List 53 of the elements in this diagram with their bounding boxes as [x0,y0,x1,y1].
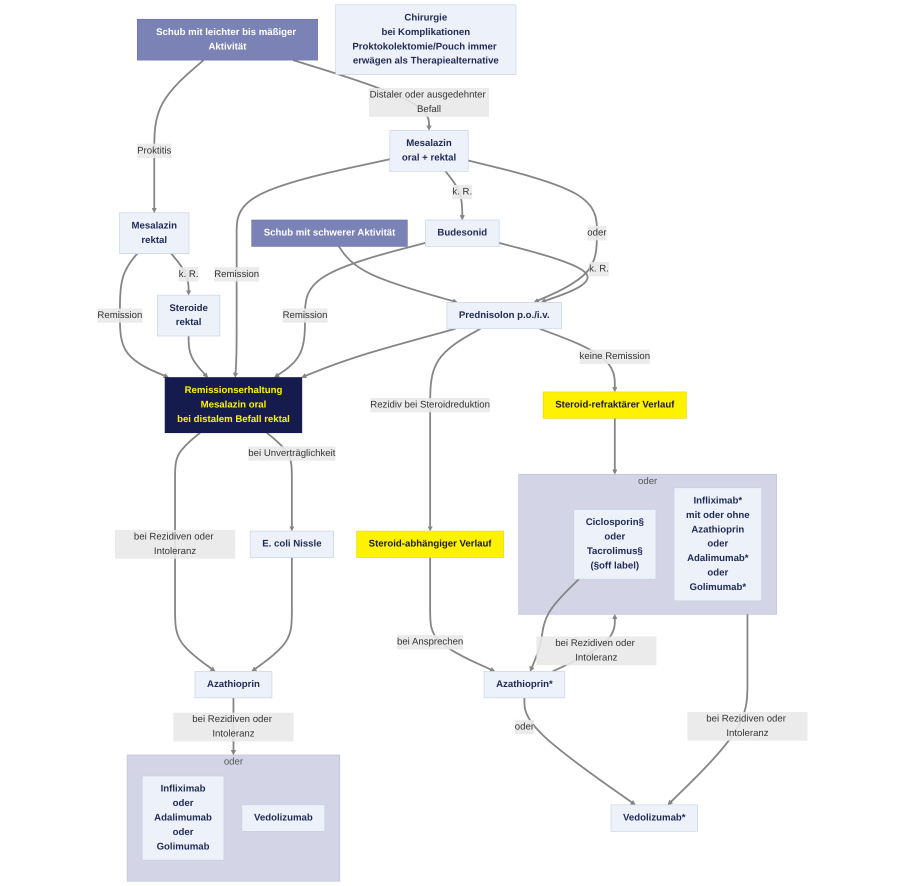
arrow [188,336,208,378]
node-box: Steroid-refraktärer Verlauf [542,392,687,419]
arrow [428,328,481,532]
node-box: Azathioprin [194,671,272,698]
edge-label: bei Ansprechen [396,636,464,648]
edge-label: Rezidiv bei Steroidreduktion [370,400,490,410]
arrow [170,253,192,296]
arrow [232,158,390,378]
arrow [274,242,426,378]
node-box: Prednisolon p.o./i.v. [446,302,562,330]
node-box: Azathioprin* [484,671,566,698]
node-box: Budesonid [425,220,500,247]
edge-label: oder [587,228,607,238]
edge-label: bei Rezidiven oder Intoleranz [555,638,635,663]
arrow [301,328,456,378]
arrow [444,170,465,220]
node-box: Mesalazin oral + rektal [390,130,468,172]
edge-label: Remission [97,310,142,320]
node-box: Steroide rektal [157,294,220,336]
node-box: Schub mit schwerer Aktivität [251,220,408,247]
node-box: Infliximab* mit oder ohne Azathioprin oder Adalimumab* oder Golimumab* [674,487,762,602]
edge-label: oder [514,722,534,732]
node-box: Ciclosporin§ oder Tacrolimus§ (§off label) [573,509,656,580]
arrow [612,418,618,474]
node-box: Chirurgie bei Komplikationen Proktokolektomie/Pouch immer erwägen als Therapiealternative [335,4,516,75]
edge-label: bei Rezidiven oder Intoleranz [192,714,272,740]
arrow [468,160,598,303]
edge-label: Proktitis [137,145,172,156]
node-box: Mesalazin rektal [119,212,190,254]
arrow [152,59,204,214]
node-box: Vedolizumab* [610,804,698,832]
node-box: Vedolizumab [242,804,326,832]
edge-label: Remission [214,268,260,280]
node-box: Infliximab oder Adalimumab oder Golimumab [142,776,224,860]
node-box: Steroid-abhängiger Verlauf [356,530,504,558]
edge-label: k. R. [452,186,472,197]
edge-label: bei Rezidiven oder Intoleranz [134,532,214,556]
edge-label: k. R. [589,264,609,274]
edge-label: bei Rezidiven oder Intoleranz [706,714,786,738]
node-box: Schub mit leichter bis mäßiger Aktivität [136,18,318,60]
arrow [338,246,458,304]
arrow [251,558,293,672]
edge-label: k. R. [178,268,199,280]
edge-label: bei Unverträglichkeit [248,448,336,458]
edge-label: Distaler oder ausgedehnter Befall [370,90,486,115]
arrow [174,432,216,672]
arrow [498,242,588,304]
node-box: Remissionserhaltung Mesalazin oral bei distalem Befall rektal [164,377,302,434]
edge-label: Remission [282,310,328,320]
edge-label: keine Remission [580,351,650,362]
node-box: E. coli Nissle [250,530,334,558]
arrow [118,253,169,378]
arrow [524,698,636,806]
